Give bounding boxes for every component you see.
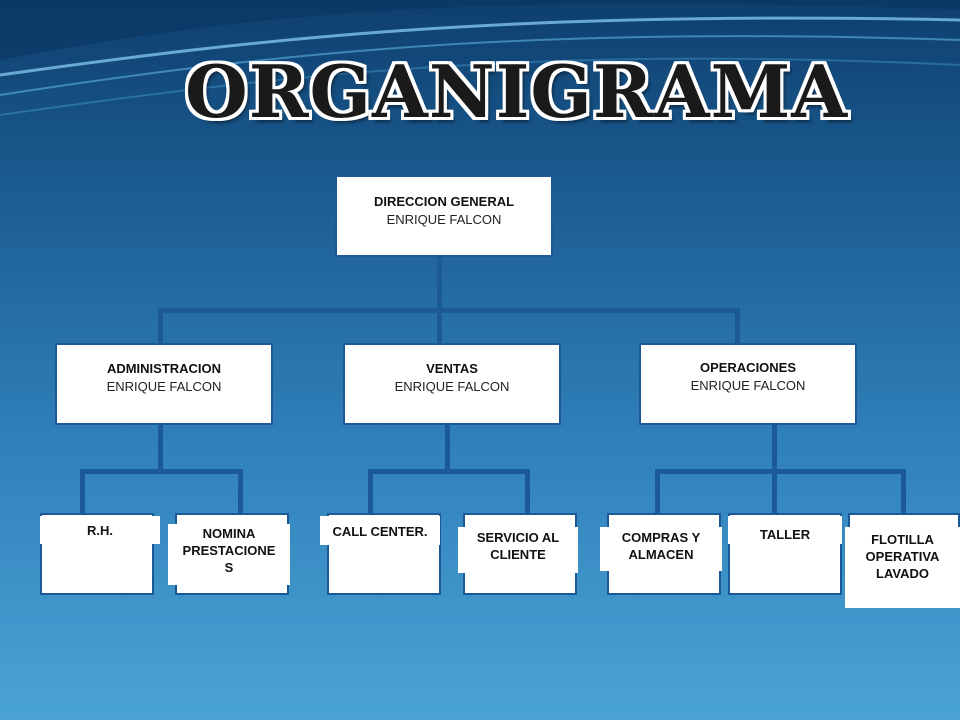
connector-callcenter-drop [368, 469, 373, 515]
connector-operaciones-bar [655, 469, 906, 474]
connector-operaciones-drop [735, 308, 740, 345]
node-title: OPERACIONES [699, 360, 797, 375]
node-title: VENTAS [426, 361, 478, 376]
connector-flotilla-drop [901, 469, 906, 515]
node-title: ADMINISTRACION [106, 361, 222, 376]
node-administracion: ADMINISTRACION ENRIQUE FALCON [55, 343, 273, 425]
connector-compras-drop [655, 469, 660, 515]
node-title: DIRECCION GENERAL [373, 194, 515, 209]
connector-ventas-bar [368, 469, 530, 474]
connector-level1-bar [158, 308, 740, 313]
node-ventas: VENTAS ENRIQUE FALCON [343, 343, 561, 425]
connector-servicio-drop [525, 469, 530, 515]
node-compras-almacen-label: COMPRAS Y ALMACEN [600, 527, 722, 571]
connector-ventas-down [445, 424, 450, 472]
node-person: ENRIQUE FALCON [386, 212, 502, 227]
node-rh-label: R.H. [40, 516, 160, 544]
node-nomina-label: NOMINA PRESTACIONE S [168, 524, 290, 585]
connector-nomina-drop [238, 469, 243, 515]
connector-rh-drop [80, 469, 85, 515]
connector-admin-down [158, 424, 163, 472]
connector-admin-bar [80, 469, 243, 474]
node-flotilla-label: FLOTILLA OPERATIVA LAVADO [845, 527, 960, 608]
node-call-center-label: CALL CENTER. [320, 516, 440, 545]
connector-admin-drop [158, 308, 163, 345]
node-person: ENRIQUE FALCON [690, 378, 806, 393]
node-taller-label: TALLER [728, 516, 842, 544]
connector-operaciones-down [772, 424, 777, 472]
connector-ventas-drop [437, 308, 442, 345]
connector-taller-drop [772, 469, 777, 515]
node-person: ENRIQUE FALCON [106, 379, 222, 394]
node-operaciones: OPERACIONES ENRIQUE FALCON [639, 343, 857, 425]
page-title: ORGANIGRAMA [185, 49, 849, 134]
node-direccion-general: DIRECCION GENERAL ENRIQUE FALCON [335, 175, 553, 257]
node-servicio-cliente-label: SERVICIO AL CLIENTE [458, 527, 578, 573]
node-person: ENRIQUE FALCON [394, 379, 510, 394]
connector-root-down [437, 256, 442, 310]
